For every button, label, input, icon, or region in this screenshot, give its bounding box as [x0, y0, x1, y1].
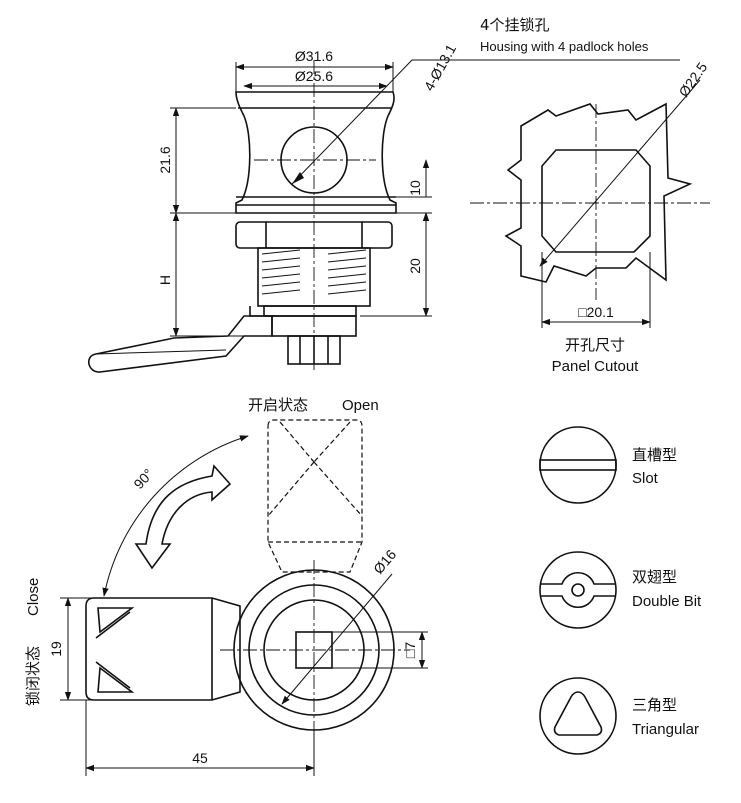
dim-length-fortyfive: 45 — [192, 750, 208, 766]
double-bit-icon — [539, 551, 617, 629]
panel-cutout-en: Panel Cutout — [552, 358, 640, 375]
rotation-arrow-icon — [134, 464, 232, 570]
triangular-icon — [539, 677, 617, 755]
dim-h: H — [157, 275, 173, 285]
dim-twenty: 20 — [407, 258, 423, 274]
dim-angle: 90° — [130, 466, 156, 492]
legend-item-triangular: 三角型 Triangular — [539, 677, 699, 755]
legend-slot-zh: 直槽型 — [632, 446, 677, 464]
legend-double-bit-en: Double Bit — [632, 593, 702, 610]
open-label-zh: 开启状态 — [248, 396, 308, 414]
legend-slot-en: Slot — [632, 470, 659, 487]
housing-callout-zh: 4个挂锁孔 — [480, 16, 550, 34]
legend: 直槽型 Slot 双翅型 Double Bit 三角型 Triangular — [539, 426, 702, 755]
dim-ten: 10 — [407, 180, 423, 196]
close-label-zh: 锁闭状态 — [24, 646, 42, 706]
panel-cutout: Ø22.5 □20.1 开孔尺寸 Panel Cutout — [470, 59, 710, 375]
legend-item-slot: 直槽型 Slot — [539, 426, 677, 504]
dim-d-inner: Ø25.6 — [295, 68, 333, 84]
dim-head-height: 21.6 — [157, 146, 173, 173]
dim-d-outer: Ø31.6 — [295, 48, 333, 64]
dim-square-seven: □7 — [402, 642, 418, 658]
legend-double-bit-zh: 双翅型 — [632, 568, 677, 586]
front-view: 开启状态 Open 90° Ø16 □7 — [24, 396, 428, 776]
legend-triangular-en: Triangular — [632, 721, 699, 738]
panel-cutout-zh: 开孔尺寸 — [565, 336, 625, 354]
dim-d-sixteen: Ø16 — [370, 546, 399, 577]
legend-item-double-bit: 双翅型 Double Bit — [539, 551, 702, 629]
side-view-dims: Ø31.6 Ø25.6 21.6 H 10 20 4-Ø13.1 4个挂锁孔 H… — [157, 16, 680, 337]
slot-icon — [539, 426, 617, 504]
legend-triangular-zh: 三角型 — [632, 696, 677, 714]
open-label-en: Open — [342, 397, 379, 414]
close-label-en: Close — [25, 578, 42, 616]
dim-width-nineteen: 19 — [48, 641, 64, 657]
dim-cutout-dia: Ø22.5 — [675, 59, 710, 100]
housing-callout-en: Housing with 4 padlock holes — [480, 39, 649, 54]
dim-cutout-square: □20.1 — [578, 304, 614, 320]
dim-hole: 4-Ø13.1 — [421, 41, 460, 93]
side-view — [88, 60, 432, 373]
